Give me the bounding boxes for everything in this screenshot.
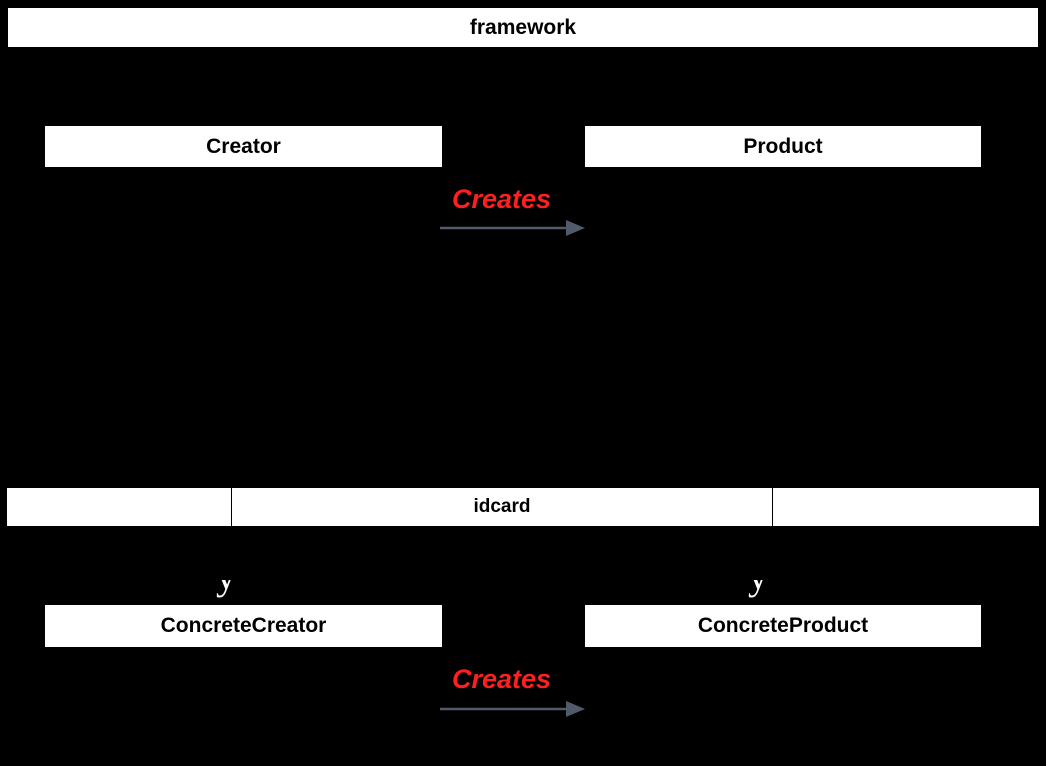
class-label-product: Product: [743, 134, 823, 158]
package-title-idcard: idcard: [231, 488, 772, 526]
arrow-right-icon: [440, 220, 585, 236]
arrow-right-icon: [440, 701, 585, 717]
class-box-creator[interactable]: Creator: [44, 125, 443, 168]
clipped-glyph-left: y: [216, 580, 250, 602]
class-box-concrete-creator[interactable]: ConcreteCreator: [44, 604, 443, 648]
class-label-creator: Creator: [206, 134, 281, 158]
package-title-framework: framework: [469, 15, 577, 39]
package-cell-right: [772, 488, 1039, 526]
clipped-glyph-right: y: [748, 580, 782, 602]
class-box-product[interactable]: Product: [584, 125, 982, 168]
relation-label-creates-concrete: Creates: [452, 664, 552, 694]
clipped-glyph-left-text: y: [216, 580, 250, 596]
class-box-concrete-product[interactable]: ConcreteProduct: [584, 604, 982, 648]
class-label-concrete-creator: ConcreteCreator: [160, 614, 327, 637]
package-header-framework[interactable]: framework: [7, 7, 1039, 48]
class-label-concrete-product: ConcreteProduct: [697, 614, 869, 637]
package-header-idcard[interactable]: idcard: [6, 487, 1040, 527]
relation-label-creates-abstract: Creates: [452, 184, 552, 214]
clipped-glyph-right-text: y: [748, 580, 782, 596]
package-cell-left: [7, 488, 231, 526]
